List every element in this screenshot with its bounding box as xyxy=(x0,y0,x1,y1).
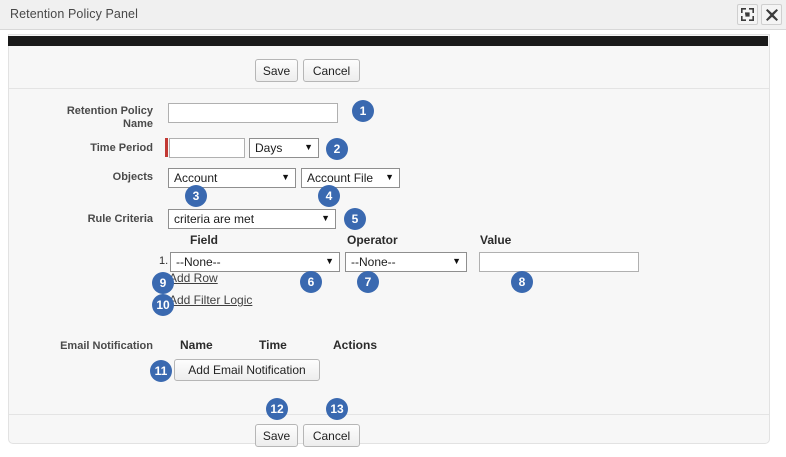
add-email-notification-button[interactable]: Add Email Notification xyxy=(174,359,320,381)
email-header-name: Name xyxy=(180,338,213,352)
time-period-unit-value: Days xyxy=(255,141,283,155)
callout-badge-6: 6 xyxy=(300,271,322,293)
criteria-operator-value: --None-- xyxy=(351,255,396,269)
window-title: Retention Policy Panel xyxy=(10,7,138,21)
criteria-field-select[interactable]: --None-- ▼ xyxy=(170,252,340,272)
criteria-field-value: --None-- xyxy=(176,255,221,269)
time-period-label: Time Period xyxy=(90,142,153,154)
criteria-header-value: Value xyxy=(480,233,512,247)
time-period-input[interactable] xyxy=(169,138,245,158)
chevron-down-icon: ▼ xyxy=(321,213,330,223)
callout-badge-10: 10 xyxy=(152,294,174,316)
save-button-bottom[interactable]: Save xyxy=(255,424,298,447)
chevron-down-icon: ▼ xyxy=(304,142,313,152)
expand-arrows-icon[interactable] xyxy=(737,4,758,25)
close-x-icon[interactable] xyxy=(761,4,782,25)
callout-badge-5: 5 xyxy=(344,208,366,230)
criteria-operator-select[interactable]: --None-- ▼ xyxy=(345,252,467,272)
section-divider-top xyxy=(9,88,769,89)
criteria-header-operator: Operator xyxy=(347,233,398,247)
criteria-row-index: 1. xyxy=(159,255,169,267)
criteria-header-field: Field xyxy=(190,233,219,247)
chevron-down-icon: ▼ xyxy=(385,172,394,182)
objects-primary-select[interactable]: Account ▼ xyxy=(168,168,296,188)
callout-badge-8: 8 xyxy=(511,271,533,293)
callout-badge-9: 9 xyxy=(152,272,174,294)
cancel-button-top[interactable]: Cancel xyxy=(303,59,360,82)
add-row-link[interactable]: Add Row xyxy=(169,271,218,285)
chevron-down-icon: ▼ xyxy=(452,256,461,266)
email-notification-label: Email Notification xyxy=(60,340,153,352)
section-divider-bottom xyxy=(9,414,769,415)
retention-policy-name-input[interactable] xyxy=(168,103,338,123)
callout-badge-4: 4 xyxy=(318,185,340,207)
rule-criteria-value: criteria are met xyxy=(174,212,255,226)
required-field-indicator xyxy=(165,138,168,157)
save-button-top[interactable]: Save xyxy=(255,59,298,82)
objects-label: Objects xyxy=(112,171,153,183)
callout-badge-1: 1 xyxy=(352,100,374,122)
email-header-actions: Actions xyxy=(333,338,378,352)
rule-criteria-select[interactable]: criteria are met ▼ xyxy=(168,209,336,229)
callout-badge-11: 11 xyxy=(150,360,172,382)
objects-primary-value: Account xyxy=(174,171,218,185)
callout-badge-12: 12 xyxy=(266,398,288,420)
objects-secondary-select[interactable]: Account File ▼ xyxy=(301,168,400,188)
chevron-down-icon: ▼ xyxy=(281,172,290,182)
window-titlebar: Retention Policy Panel xyxy=(0,0,786,30)
panel-body xyxy=(8,34,770,444)
chevron-down-icon: ▼ xyxy=(325,256,334,266)
cancel-button-bottom[interactable]: Cancel xyxy=(303,424,360,447)
panel-header-bar xyxy=(8,36,768,46)
callout-badge-3: 3 xyxy=(185,185,207,207)
objects-secondary-value: Account File xyxy=(307,171,374,185)
callout-badge-13: 13 xyxy=(326,398,348,420)
time-period-unit-select[interactable]: Days ▼ xyxy=(249,138,319,158)
criteria-value-input[interactable] xyxy=(479,252,639,272)
add-filter-logic-link[interactable]: Add Filter Logic xyxy=(169,293,253,307)
callout-badge-2: 2 xyxy=(326,138,348,160)
retention-policy-name-label: Retention Policy Name xyxy=(66,105,153,130)
callout-badge-7: 7 xyxy=(357,271,379,293)
email-header-time: Time xyxy=(259,338,287,352)
rule-criteria-label: Rule Criteria xyxy=(87,213,153,225)
